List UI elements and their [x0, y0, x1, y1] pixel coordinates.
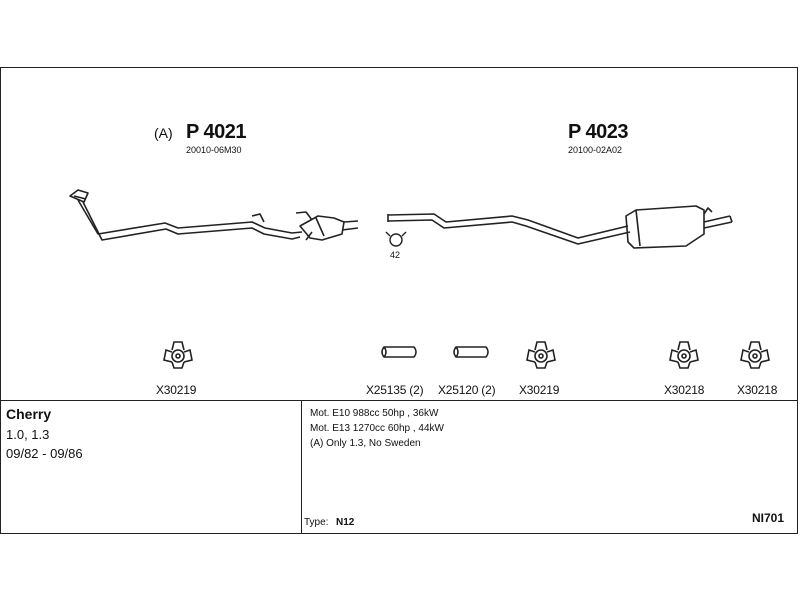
clamp-ring-label: 42 — [390, 250, 401, 260]
divider-vertical — [301, 400, 302, 534]
clamp-ring-42-drawing — [385, 231, 407, 247]
fitting-code: X30218 — [737, 383, 778, 397]
fitting-code: X30219 — [519, 383, 560, 397]
hanger-x30219-right-icon — [526, 341, 556, 369]
hanger-x30219-left-icon — [163, 341, 193, 369]
fitting-code: X30218 — [664, 383, 705, 397]
vehicle-years: 09/82 - 09/86 — [6, 446, 83, 461]
clamp-x25135-icon — [381, 346, 417, 358]
diagram-frame — [0, 67, 798, 534]
front-part-number: P 4021 — [186, 121, 247, 143]
rear-part-ref: 20100-02A02 — [568, 145, 623, 155]
note-line: Mot. E10 988cc 50hp , 36kW — [310, 408, 439, 419]
front-part-prefix: (A) — [154, 125, 173, 141]
rear-pipe-drawing — [387, 205, 733, 249]
fitting-code: X30219 — [156, 383, 197, 397]
front-part-ref: 20010-06M30 — [186, 145, 242, 155]
note-line: (A) Only 1.3, No Sweden — [310, 438, 421, 449]
diagram-code: NI701 — [752, 511, 785, 525]
type-value: N12 — [336, 517, 355, 528]
fitting-code: X25120 (2) — [438, 383, 496, 397]
fitting-code: X25135 (2) — [366, 383, 424, 397]
rear-part-number: P 4023 — [568, 121, 629, 143]
note-line: Mot. E13 1270cc 60hp , 44kW — [310, 423, 444, 434]
hanger-x30218-left-icon — [669, 341, 699, 369]
hanger-x30218-right-icon — [740, 341, 770, 369]
vehicle-make: Cherry — [6, 406, 52, 422]
type-label: Type: — [304, 517, 329, 528]
clamp-x25120-icon — [453, 346, 489, 358]
front-pipe-drawing — [69, 189, 359, 241]
vehicle-engines: 1.0, 1.3 — [6, 427, 50, 442]
divider-horizontal — [0, 400, 798, 401]
